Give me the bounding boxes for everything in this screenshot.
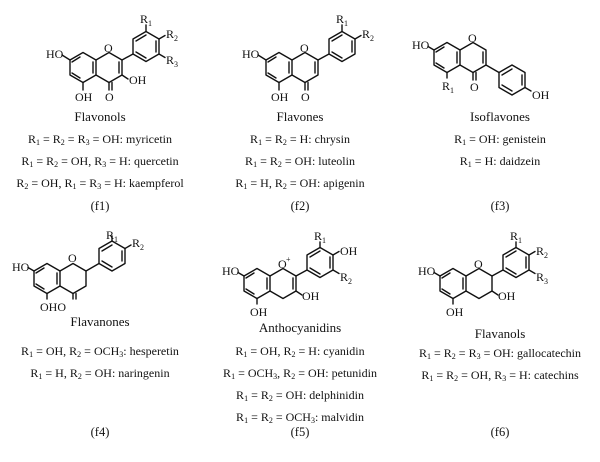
atom-label-r3-sub: 3 <box>174 60 178 69</box>
atom-label-r2-sub: 2 <box>544 251 548 260</box>
atom-label-r3-sub: 3 <box>544 277 548 286</box>
substituent-list: R1 = R2 = H: chrysin R1 = R2 = OH: luteol… <box>200 130 400 196</box>
atom-label-ho7: HO <box>222 264 240 278</box>
panel-isoflavones: HO O R 1 O OH Isoflavones R1 = OH: genis… <box>400 0 600 231</box>
atom-label-ho7: HO <box>418 264 436 278</box>
substituent-list: R1 = R2 = R3 = OH: myricetin R1 = R2 = OH… <box>0 130 200 196</box>
atom-label-r2: R <box>132 236 140 250</box>
atom-label-plus: + <box>286 255 291 264</box>
panel-tag: (f4) <box>90 425 110 439</box>
atom-label-r1: R <box>442 79 450 93</box>
atom-label-r1-sub: 1 <box>450 86 454 95</box>
atom-label-ho7: HO <box>12 260 30 274</box>
flavanol-structure: HO O OH OH R 1 R 2 R 3 <box>418 229 548 319</box>
panel-flavones: HO O OH O R 1 R 2 Flavones R1 = R2 = H: … <box>200 0 400 231</box>
substituent-line: R1 = R2 = H: chrysin <box>250 132 350 147</box>
class-name: Flavanols <box>474 326 526 341</box>
atom-label-oh4p: OH <box>532 88 550 102</box>
substituent-list: R1 = OH, R2 = H: cyanidin R1 = OCH3, R2 =… <box>200 342 400 430</box>
atom-label-ho7: HO <box>46 47 64 61</box>
panel-tag: (f2) <box>290 199 310 213</box>
substituent-line: R1 = R2 = OH: luteolin <box>245 154 355 169</box>
atom-label-oh5: OH <box>446 305 464 319</box>
isoflavone-structure: HO O R 1 O OH <box>412 31 550 102</box>
atom-label-r2: R <box>166 27 174 41</box>
panel-flavanones: HO O OHO R 1 R 2 Flavanones R1 = OH, R2 … <box>0 228 200 462</box>
atom-label-oh5: OH <box>75 90 93 104</box>
atom-label-oh3: OH <box>129 73 147 87</box>
atom-label-o1: O <box>68 251 77 265</box>
atom-label-o1: O <box>474 257 483 271</box>
atom-label-o4: O <box>105 90 114 104</box>
substituent-line: R1 = H, R2 = OH: naringenin <box>30 366 170 381</box>
substituent-line: R1 = R2 = OCH3: malvidin <box>236 410 364 425</box>
substituent-line: R1 = H, R2 = OH: apigenin <box>235 176 365 191</box>
substituent-line: R1 = R2 = OH: delphinidin <box>236 388 364 403</box>
atom-label-r2: R <box>362 27 370 41</box>
atom-label-ho7: HO <box>242 47 260 61</box>
atom-label-r1-sub: 1 <box>148 19 152 28</box>
atom-label-r1-sub: 1 <box>344 19 348 28</box>
atom-label-r1-sub: 1 <box>322 236 326 245</box>
substituent-line: R1 = R2 = R3 = OH: myricetin <box>28 132 172 147</box>
atom-label-r1: R <box>336 12 344 26</box>
substituent-line: R1 = OH, R2 = OCH3: hesperetin <box>21 344 179 359</box>
flavonol-structure: HO O OH O OH R 1 R 2 R 3 <box>46 12 178 104</box>
atom-label-r2: R <box>340 270 348 284</box>
atom-label-oh5: OH <box>250 305 268 319</box>
panel-flavanols: HO O OH OH R 1 R 2 R 3 Flavanols R1 = R2… <box>400 229 600 462</box>
substituent-line: R1 = H: daidzein <box>459 154 541 169</box>
atom-label-o1: O <box>104 41 113 55</box>
panel-tag: (f1) <box>90 199 110 213</box>
atom-label-r2-sub: 2 <box>174 34 178 43</box>
atom-label-o1: O <box>278 257 287 271</box>
class-name: Anthocyanidins <box>258 320 342 335</box>
substituent-line: R1 = OCH3, R2 = OH: petunidin <box>223 366 377 381</box>
class-name: Isoflavones <box>470 109 530 124</box>
atom-label-o1: O <box>468 31 477 45</box>
atom-label-oh3: OH <box>302 289 320 303</box>
atom-label-r1-sub: 1 <box>114 235 118 244</box>
substituent-line: R1 = OH: genistein <box>454 132 546 147</box>
atom-label-oho: OHO <box>40 300 66 314</box>
atom-label-r1-sub: 1 <box>518 236 522 245</box>
atom-label-r3: R <box>536 270 544 284</box>
atom-label-o4: O <box>470 80 479 94</box>
atom-label-r2-sub: 2 <box>370 34 374 43</box>
class-name: Flavonols <box>74 109 126 124</box>
atom-label-o1: O <box>300 41 309 55</box>
panel-tag: (f5) <box>290 425 310 439</box>
substituent-line: R2 = OH, R1 = R3 = H: kaempferol <box>16 176 184 191</box>
flavone-structure: HO O OH O R 1 R 2 <box>242 12 374 104</box>
panel-anthocyanidins: HO O + OH OH R 1 OH R 2 Anthocyanidins R… <box>200 229 400 462</box>
panel-tag: (f3) <box>490 199 510 213</box>
atom-label-oh5: OH <box>271 90 289 104</box>
atom-label-r2-sub: 2 <box>348 277 352 286</box>
atom-label-r2-sub: 2 <box>140 243 144 252</box>
substituent-line: R1 = OH, R2 = H: cyanidin <box>235 344 365 359</box>
substituent-list: R1 = OH: genistein R1 = H: daidzein <box>400 130 600 174</box>
atom-label-r1: R <box>314 229 322 243</box>
atom-label-oh4p: OH <box>340 244 358 258</box>
atom-label-r2: R <box>536 244 544 258</box>
atom-label-r3: R <box>166 53 174 67</box>
flavanone-structure: HO O OHO R 1 R 2 <box>12 228 144 314</box>
atom-label-r1: R <box>510 229 518 243</box>
class-name: Flavones <box>276 109 324 124</box>
atom-label-o4: O <box>301 90 310 104</box>
anthocyanidin-structure: HO O + OH OH R 1 OH R 2 <box>222 229 358 319</box>
substituent-line: R1 = R2 = OH, R3 = H: catechins <box>421 368 579 383</box>
atom-label-r1: R <box>106 228 114 242</box>
substituent-line: R1 = R2 = OH, R3 = H: quercetin <box>21 154 179 169</box>
panel-flavonols: HO O OH O OH R 1 R 2 R 3 Flavonols R1 = … <box>0 0 200 231</box>
substituent-list: R1 = OH, R2 = OCH3: hesperetin R1 = H, R2… <box>0 342 200 386</box>
panel-tag: (f6) <box>490 425 510 439</box>
substituent-line: R1 = R2 = R3 = OH: gallocatechin <box>419 346 581 361</box>
atom-label-r1: R <box>140 12 148 26</box>
substituent-list: R1 = R2 = R3 = OH: gallocatechin R1 = R2 … <box>400 344 600 388</box>
class-name: Flavanones <box>70 314 130 329</box>
atom-label-oh3: OH <box>498 289 516 303</box>
atom-label-ho7: HO <box>412 38 430 52</box>
